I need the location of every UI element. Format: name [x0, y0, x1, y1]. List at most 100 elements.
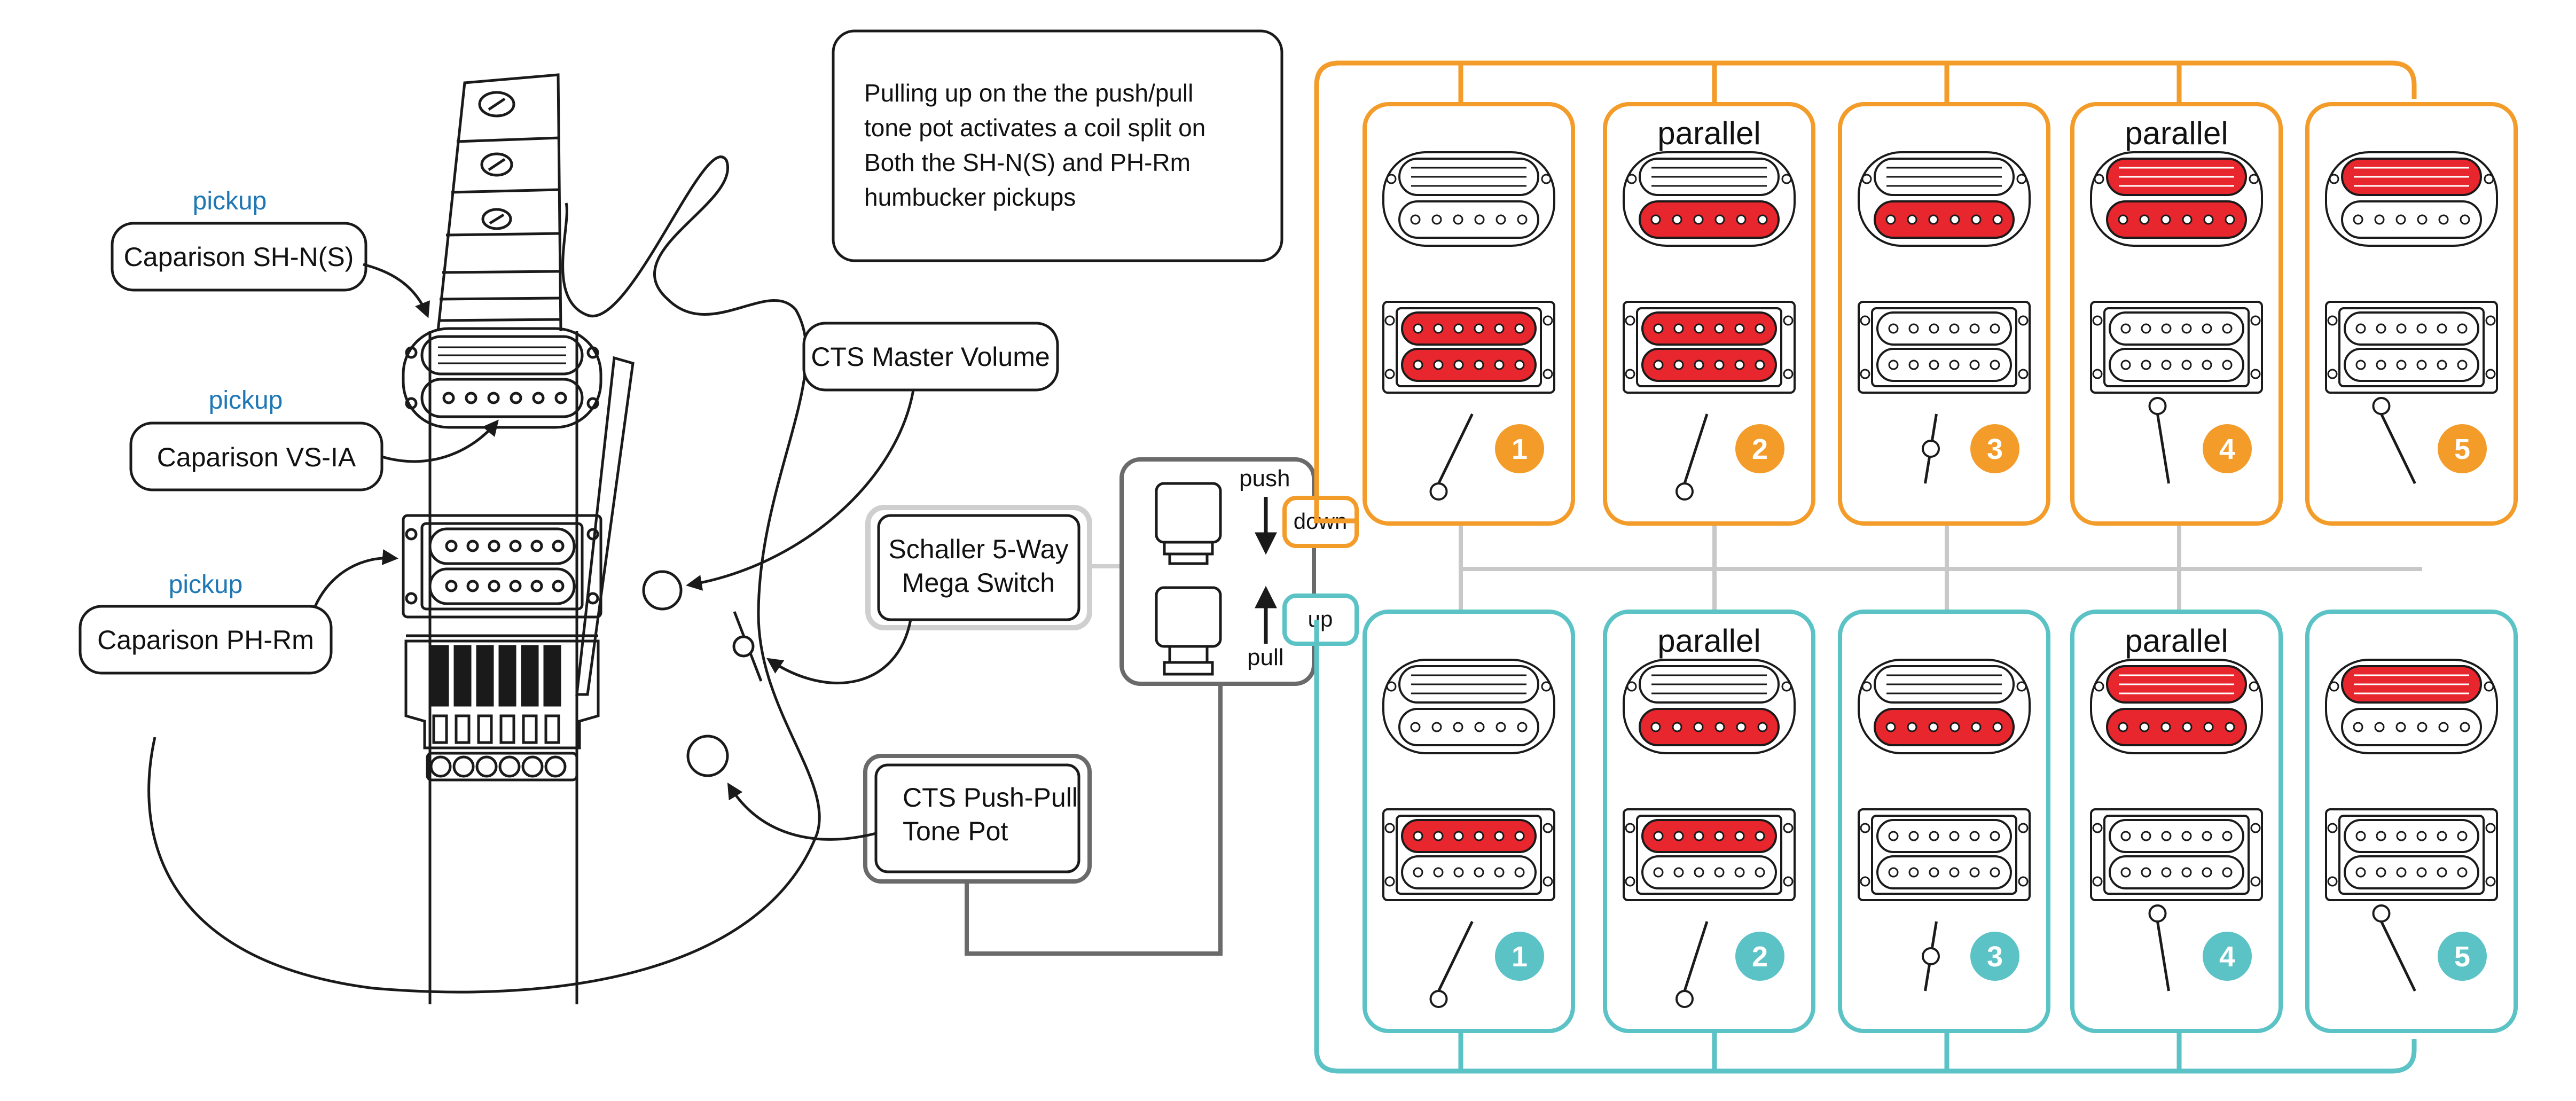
position-number: 5 — [2454, 433, 2470, 465]
guitar-illustration — [147, 73, 821, 1004]
bridge-humbucker-icon — [1858, 301, 2031, 394]
bridge-pickup-name: Caparison PH-Rm — [97, 625, 314, 655]
up-tag: up — [1308, 606, 1333, 631]
neck-pickup-drawing — [402, 327, 602, 429]
position-number-badge — [1970, 424, 2019, 473]
neck-humbucker-icon — [2325, 659, 2498, 754]
master-volume-name: CTS Master Volume — [811, 342, 1050, 372]
switch-name-line2: Mega Switch — [902, 568, 1055, 598]
neck-humbucker-icon — [1382, 151, 1555, 247]
neck-humbucker-icon — [2325, 151, 2498, 247]
tone-pot-name-line2: Tone Pot — [903, 816, 1008, 846]
knob-pushed-icon — [1155, 482, 1222, 565]
callout-neck-pickup: pickup Caparison SH-N(S) — [111, 187, 430, 318]
middle-pickup-heading: pickup — [209, 386, 283, 415]
neck-pickup-name: Caparison SH-N(S) — [124, 242, 354, 272]
fret-marker — [480, 152, 513, 177]
switch-lever-icon — [1675, 921, 1709, 1008]
parallel-label: parallel — [2125, 115, 2228, 151]
switch-name-line1: Schaller 5-Way — [888, 534, 1068, 564]
note-line: Pulling up on the the push/pull — [864, 79, 1193, 107]
position-number-badge — [2438, 932, 2487, 981]
position-number-badge — [1735, 424, 1784, 473]
fret-marker — [478, 91, 515, 118]
neck-humbucker-icon — [2090, 151, 2263, 247]
switch-position-card: parallel 4 — [2070, 610, 2283, 1033]
neck-pickup-heading: pickup — [193, 187, 267, 215]
neck-humbucker-icon — [2090, 659, 2263, 754]
fretboard — [436, 73, 562, 332]
bridge-pickup-drawing — [402, 514, 602, 619]
position-number: 1 — [1512, 941, 1528, 973]
parallel-label: parallel — [1657, 623, 1760, 659]
switch-position-card: parallel 4 — [2070, 102, 2283, 526]
body-selector-switch-icon — [732, 611, 763, 682]
note-line: tone pot activates a coil split on — [864, 114, 1205, 142]
switch-lever-icon — [1922, 413, 1940, 484]
knob-pulled-icon — [1155, 586, 1222, 676]
switch-position-card: parallel 2 — [1603, 102, 1815, 526]
callout-middle-pickup: pickup Caparison VS-IA — [129, 386, 499, 491]
tremolo-bridge-drawing — [404, 634, 600, 782]
tone-pot-name-line1: CTS Push-Pull — [903, 783, 1078, 813]
guitar-body-outline — [147, 155, 821, 994]
bridge-humbucker-icon — [1382, 808, 1555, 901]
neck-humbucker-icon — [1623, 659, 1796, 754]
switch-lever-icon — [1675, 413, 1709, 501]
note-line: Both the SH-N(S) and PH-Rm — [864, 149, 1191, 176]
tone-pot-knob — [686, 735, 729, 777]
position-number: 4 — [2219, 941, 2235, 973]
callout-tone-pot: CTS Push-Pull Tone Pot — [727, 684, 1223, 956]
bridge-humbucker-icon — [1858, 808, 2031, 901]
bridge-humbucker-icon — [1623, 301, 1796, 394]
master-volume-knob — [642, 570, 683, 611]
position-number: 2 — [1752, 941, 1768, 973]
switch-lever-icon — [2148, 904, 2170, 991]
switch-lever-icon — [2372, 397, 2416, 485]
bridge-humbucker-icon — [2090, 301, 2263, 394]
bridge-humbucker-icon — [2325, 301, 2498, 394]
switch-lever-icon — [2372, 904, 2416, 992]
neck-humbucker-icon — [1382, 659, 1555, 754]
neck-humbucker-icon — [1858, 659, 2031, 754]
position-number: 3 — [1987, 941, 2003, 973]
position-number-badge — [1970, 932, 2019, 981]
push-label: push — [1239, 465, 1290, 491]
middle-pickup-name: Caparison VS-IA — [157, 442, 356, 472]
switch-position-card: 5 — [2305, 102, 2518, 526]
position-number-badge — [1735, 932, 1784, 981]
fret-marker — [481, 208, 512, 230]
switch-position-card: parallel 2 — [1603, 610, 1815, 1033]
position-number: 2 — [1752, 433, 1768, 465]
bridge-humbucker-icon — [2325, 808, 2498, 901]
position-number-badge — [1495, 932, 1544, 981]
switch-lever-icon — [1429, 920, 1474, 1008]
bridge-pickup-heading: pickup — [169, 571, 243, 599]
neck-humbucker-icon — [1858, 151, 2031, 247]
neck-humbucker-icon — [1623, 151, 1796, 247]
callout-bridge-pickup: pickup Caparison PH-Rm — [79, 549, 398, 675]
tremolo-arm — [575, 356, 635, 696]
switch-position-card: 1 — [1363, 610, 1575, 1033]
switch-lever-icon — [1429, 413, 1474, 501]
switch-lever-icon — [1922, 921, 1940, 991]
parallel-label: parallel — [2125, 623, 2228, 659]
note-line: humbucker pickups — [864, 183, 1076, 211]
switch-lever-icon — [2148, 397, 2170, 484]
position-number: 3 — [1987, 433, 2003, 465]
pull-label: pull — [1247, 644, 1284, 670]
bridge-humbucker-icon — [1623, 808, 1796, 901]
callout-selector-switch: Schaller 5-Way Mega Switch — [766, 505, 1124, 684]
position-number-badge — [2203, 424, 2252, 473]
position-number: 4 — [2219, 433, 2235, 465]
switch-position-card: 3 — [1838, 610, 2050, 1033]
push-pull-panel: push pull down up — [1119, 457, 1359, 686]
position-number-badge — [2438, 424, 2487, 473]
parallel-label: parallel — [1657, 115, 1760, 151]
position-number: 5 — [2454, 941, 2470, 973]
switch-position-card: 5 — [2305, 610, 2518, 1033]
up-bus — [1314, 620, 2417, 1074]
bridge-humbucker-icon — [1382, 301, 1555, 394]
